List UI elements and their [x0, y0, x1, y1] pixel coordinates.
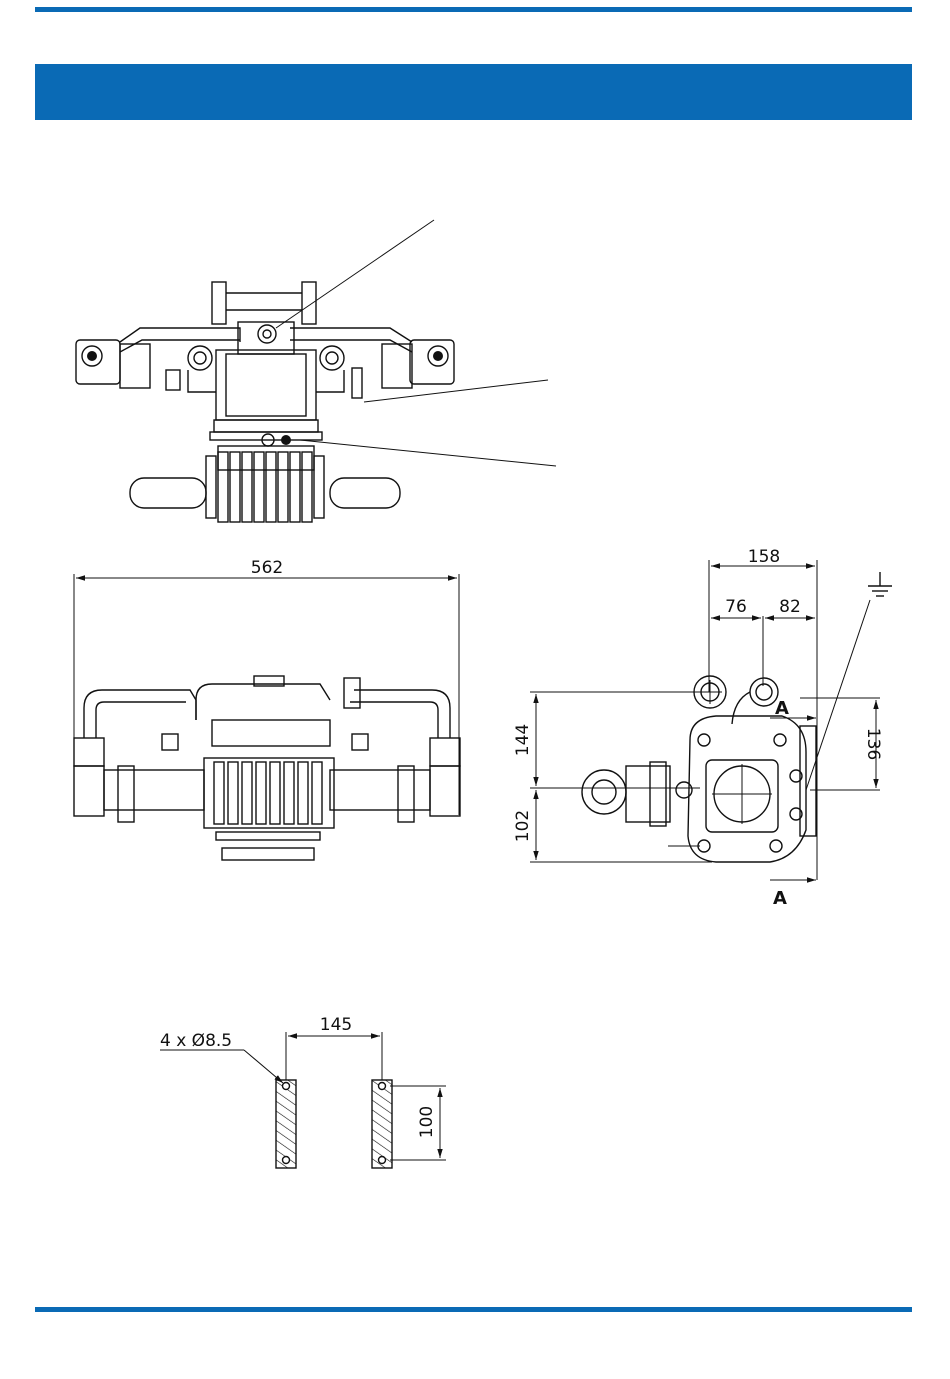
dim-136: 136: [863, 728, 883, 760]
dim-82: 82: [779, 597, 801, 617]
base-plates: 145 100 4 x Ø8.5: [160, 1015, 446, 1168]
cooling-fins: [130, 452, 400, 522]
dim-102: 102: [513, 810, 533, 842]
front-view: 562: [74, 558, 460, 860]
dim-100: 100: [417, 1106, 437, 1138]
holes-callout: 4 x Ø8.5: [160, 1031, 232, 1051]
dim-562: 562: [251, 558, 283, 578]
bottom-rule: [35, 1307, 912, 1312]
front-fins: [214, 762, 322, 824]
section-a-bottom: A: [773, 888, 787, 909]
dim-144: 144: [513, 724, 533, 756]
dim-158: 158: [748, 547, 780, 567]
top-view: [76, 220, 556, 522]
side-view: 158 76 82 144 102 136 A A: [513, 547, 892, 909]
dim-145: 145: [320, 1015, 352, 1035]
dim-76: 76: [725, 597, 747, 617]
